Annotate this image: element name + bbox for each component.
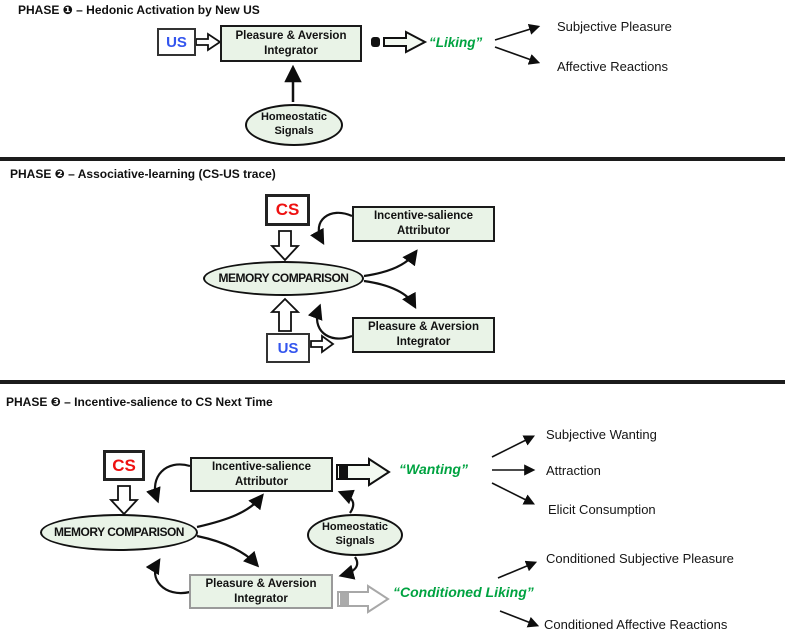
outcome-subjective-pleasure: Subjective Pleasure bbox=[557, 19, 672, 34]
memory-comparison-ellipse-p3: MEMORY COMPARISON bbox=[40, 514, 198, 551]
us-label-p2: US bbox=[277, 339, 299, 357]
liking-to-pleasure-arrow bbox=[494, 23, 541, 41]
wanting-to-elicit-arrow bbox=[491, 482, 536, 505]
us-right-hollow-arrow-p2 bbox=[310, 334, 335, 354]
attributor-to-memory-curve-p2 bbox=[310, 211, 353, 246]
homeostatic-to-integrator-curve-p3 bbox=[338, 556, 359, 580]
attributor-line1-p3: Incentive-salience bbox=[211, 460, 312, 473]
us-up-hollow-arrow-p2 bbox=[269, 297, 301, 332]
phase2-title: PHASE ❷ – Associative-learning (CS-US tr… bbox=[10, 167, 276, 181]
incentive-salience-attributor-box-p2: Incentive-salience Attributor bbox=[352, 206, 495, 242]
integrator-to-memory-curve-p3 bbox=[145, 558, 191, 595]
cs-label-p3: CS bbox=[112, 455, 136, 475]
phase3-title: PHASE ❸ – Incentive-salience to CS Next … bbox=[6, 395, 273, 409]
wanting-block-arrow bbox=[336, 457, 391, 487]
liking-pipe-icon bbox=[371, 37, 380, 47]
integrator-to-memory-curve-p2 bbox=[307, 303, 353, 340]
liking-to-affective-arrow bbox=[494, 46, 541, 65]
memory-to-integrator-curve-p3 bbox=[196, 534, 260, 568]
integrator-line2-p3: Integrator bbox=[234, 592, 288, 605]
memory-to-integrator-curve-p2 bbox=[363, 279, 417, 310]
memory-comparison-ellipse-p2: MEMORY COMPARISON bbox=[203, 261, 364, 296]
homeostatic-signals-ellipse-p3: Homeostatic Signals bbox=[307, 514, 403, 556]
integrator-line1-p3: Pleasure & Aversion bbox=[205, 577, 317, 590]
cs-label-p2: CS bbox=[275, 200, 300, 219]
pleasure-aversion-integrator-box-p2: Pleasure & Aversion Integrator bbox=[352, 317, 495, 353]
liking-block-arrow bbox=[383, 30, 428, 54]
condliking-to-affective-arrow bbox=[499, 610, 540, 628]
conditioned-liking-label: “Conditioned Liking” bbox=[393, 584, 534, 600]
liking-label: “Liking” bbox=[429, 35, 483, 50]
us-box-p1: US bbox=[157, 28, 196, 56]
phase-divider-1 bbox=[0, 157, 785, 161]
pleasure-aversion-integrator-box-p3: Pleasure & Aversion Integrator bbox=[189, 574, 333, 609]
attributor-line2-p3: Attributor bbox=[234, 475, 288, 488]
wanting-label: “Wanting” bbox=[399, 461, 468, 477]
us-box-p2: US bbox=[266, 333, 310, 363]
homeostatic-line2-p1: Signals bbox=[274, 125, 314, 137]
cs-down-hollow-arrow-p2 bbox=[269, 230, 301, 262]
attributor-line1-p2: Incentive-salience bbox=[373, 210, 474, 223]
integrator-line1-p1: Pleasure & Aversion bbox=[235, 29, 347, 42]
attributor-line2-p2: Attributor bbox=[396, 225, 450, 237]
memory-to-attributor-curve-p3 bbox=[196, 493, 264, 529]
cs-down-hollow-arrow-p3 bbox=[108, 485, 140, 516]
homeostatic-line2-p3: Signals bbox=[335, 535, 375, 547]
integrator-line1-p2: Pleasure & Aversion bbox=[367, 321, 479, 334]
attributor-to-memory-curve-p3 bbox=[146, 463, 191, 504]
integrator-line2-p2: Integrator bbox=[396, 336, 451, 348]
outcome-elicit-consumption: Elicit Consumption bbox=[548, 502, 656, 517]
cs-box-p2: CS bbox=[265, 194, 310, 226]
condliking-to-pleasure-arrow bbox=[497, 560, 538, 579]
integrator-line2-p1: Integrator bbox=[264, 44, 318, 57]
wanting-pipe-icon bbox=[339, 466, 348, 478]
us-label-p1: US bbox=[166, 33, 187, 51]
outcome-attraction: Attraction bbox=[546, 463, 601, 478]
phase1-title: PHASE ❶ – Hedonic Activation by New US bbox=[18, 3, 260, 17]
memory-label-p2: MEMORY COMPARISON bbox=[218, 271, 349, 285]
pleasure-aversion-integrator-box-p1: Pleasure & Aversion Integrator bbox=[220, 25, 362, 62]
outcome-subjective-wanting: Subjective Wanting bbox=[546, 427, 657, 442]
conditioned-liking-block-arrow bbox=[337, 584, 390, 614]
homeostatic-line1-p1: Homeostatic bbox=[260, 111, 328, 124]
memory-label-p3: MEMORY COMPARISON bbox=[54, 525, 184, 539]
outcome-conditioned-subjective-pleasure: Conditioned Subjective Pleasure bbox=[546, 551, 734, 566]
cs-box-p3: CS bbox=[103, 450, 145, 481]
conditioned-liking-pipe-icon bbox=[340, 593, 349, 605]
homeostatic-signals-ellipse-p1: Homeostatic Signals bbox=[245, 104, 343, 146]
us-to-integrator-hollow-arrow-p1 bbox=[195, 32, 222, 52]
incentive-salience-attributor-box-p3: Incentive-salience Attributor bbox=[190, 457, 333, 492]
wanting-to-subjective-arrow bbox=[491, 435, 536, 458]
homeostatic-line1-p3: Homeostatic bbox=[321, 521, 389, 534]
homeostatic-to-attributor-curve-p3 bbox=[337, 489, 355, 514]
memory-to-attributor-curve-p2 bbox=[363, 249, 418, 278]
outcome-conditioned-affective-reactions: Conditioned Affective Reactions bbox=[544, 617, 728, 632]
phase-divider-2 bbox=[0, 380, 785, 384]
outcome-affective-reactions: Affective Reactions bbox=[557, 59, 669, 74]
